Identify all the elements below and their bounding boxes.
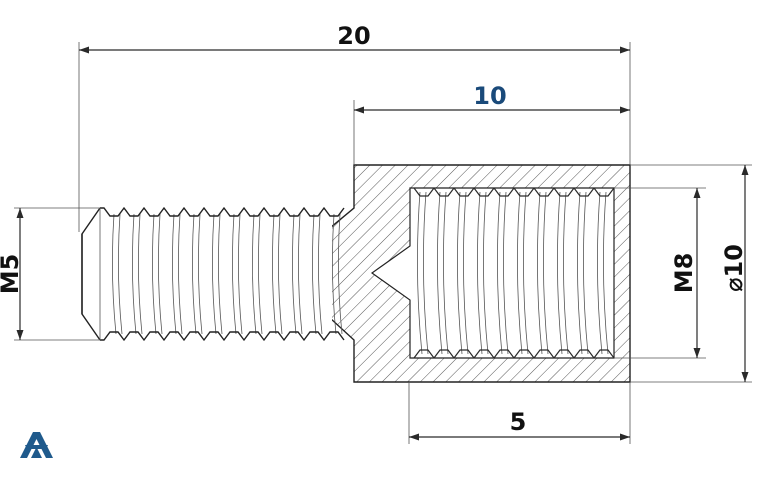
male-thread-top-edge: [100, 206, 345, 217]
thread-line: [158, 213, 163, 335]
female-thread-line: [557, 191, 563, 355]
female-thread-line: [577, 191, 583, 355]
male-thread-lines: [99, 206, 345, 342]
dim-male-thread: M5: [0, 254, 24, 295]
thread-line: [318, 213, 323, 335]
female-thread-line: [477, 191, 483, 355]
female-thread-crest: [413, 187, 435, 197]
female-thread-crest: [473, 187, 495, 197]
thread-line: [118, 213, 123, 335]
female-thread-crest: [493, 187, 515, 197]
sleeve-section: [329, 164, 631, 383]
thread-line: [258, 213, 263, 335]
thread-line: [138, 213, 143, 335]
female-thread-line: [463, 191, 469, 355]
female-thread-line: [537, 191, 543, 355]
female-thread-line: [543, 191, 549, 355]
brand-logo-icon: [20, 432, 53, 458]
female-thread-line: [437, 191, 443, 355]
thread-line: [178, 213, 183, 335]
thread-line: [112, 213, 117, 335]
female-thread-line: [497, 191, 503, 355]
female-thread-crest: [553, 187, 575, 197]
female-thread-crest: [553, 349, 575, 359]
female-thread-crest: [513, 187, 535, 197]
female-thread-line: [603, 191, 609, 355]
female-thread-crest: [433, 349, 455, 359]
female-thread-crest: [533, 187, 555, 197]
female-thread: [413, 187, 615, 359]
female-thread-line: [443, 191, 449, 355]
female-thread-line: [503, 191, 509, 355]
thread-line: [172, 213, 177, 335]
thread-line: [292, 213, 297, 335]
female-thread-line: [423, 191, 429, 355]
female-thread-crest: [513, 349, 535, 359]
thread-line: [232, 213, 237, 335]
thread-line: [312, 213, 317, 335]
female-thread-crest: [493, 349, 515, 359]
thread-line: [152, 213, 157, 335]
female-thread-line: [457, 191, 463, 355]
female-thread-crest: [593, 187, 615, 197]
female-thread-crest: [573, 187, 595, 197]
thread-line: [212, 213, 217, 335]
female-thread-line: [583, 191, 589, 355]
thread-line: [198, 213, 203, 335]
thread-line: [238, 213, 243, 335]
thread-line: [278, 213, 283, 335]
dim-sleeve-length: 10: [473, 82, 506, 110]
female-thread-crest: [453, 349, 475, 359]
female-thread-line: [517, 191, 523, 355]
dim-thread-depth: 5: [510, 408, 527, 436]
female-thread-line: [563, 191, 569, 355]
female-thread-line: [483, 191, 489, 355]
thread-line: [252, 213, 257, 335]
male-thread-bottom-edge: [100, 331, 345, 342]
thread-line: [338, 213, 343, 335]
dim-outer-diameter: ⌀10: [720, 244, 748, 292]
female-thread-line: [523, 191, 529, 355]
female-thread-crest: [473, 349, 495, 359]
female-thread-line: [597, 191, 603, 355]
female-thread-crest: [573, 349, 595, 359]
thread-line: [218, 213, 223, 335]
thread-line: [132, 213, 137, 335]
male-thread-shank: [81, 206, 345, 342]
female-thread-crest: [593, 349, 615, 359]
female-thread-crest: [453, 187, 475, 197]
dim-female-thread: M8: [670, 253, 698, 294]
extension-lines: [14, 42, 752, 444]
dim-overall-length: 20: [337, 22, 370, 50]
thread-line: [298, 213, 303, 335]
thread-line: [332, 213, 337, 335]
female-thread-line: [417, 191, 423, 355]
thread-line: [272, 213, 277, 335]
dimension-lines: [16, 46, 749, 441]
female-thread-crest: [533, 349, 555, 359]
female-thread-crest: [413, 349, 435, 359]
female-thread-crest: [433, 187, 455, 197]
thread-line: [192, 213, 197, 335]
